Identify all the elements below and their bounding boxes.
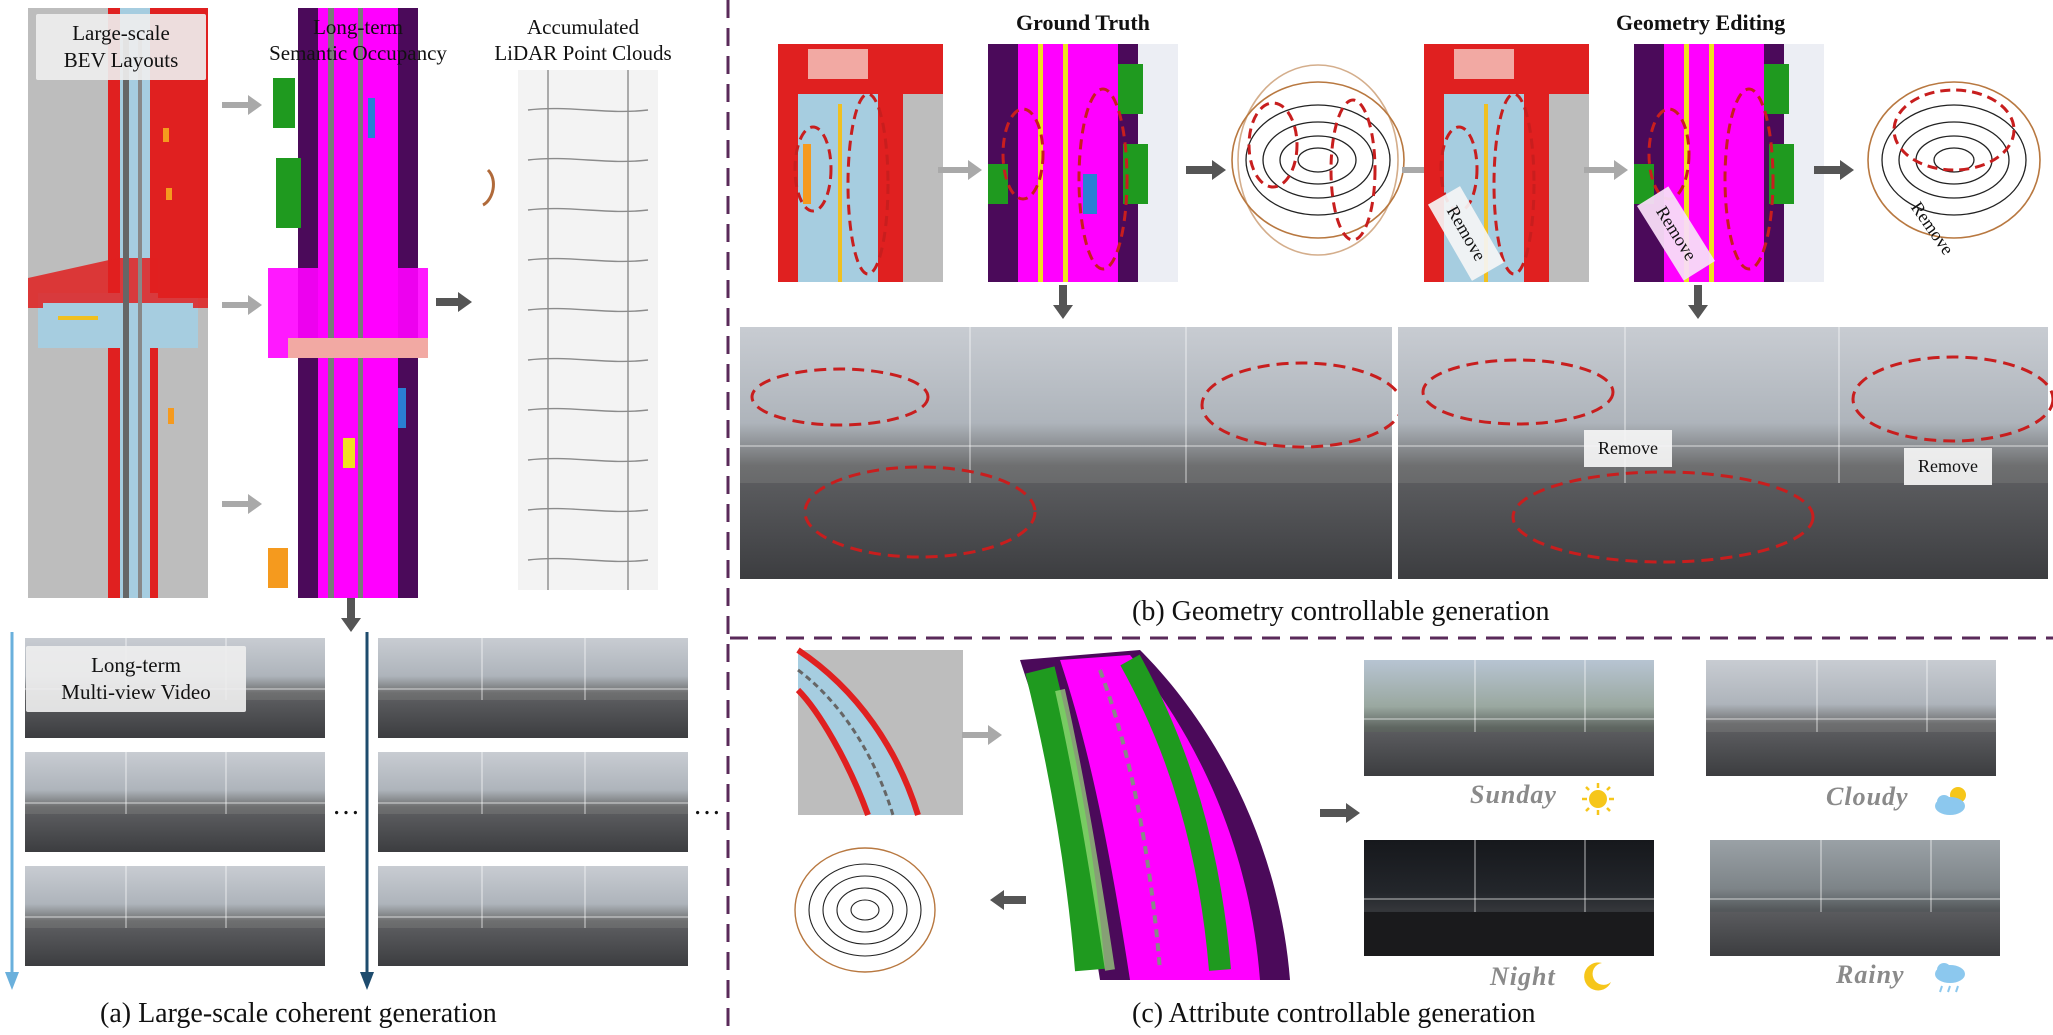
edit-bev-map xyxy=(1424,44,1589,282)
left-arrow-icon xyxy=(990,890,1026,910)
caption-b: (b) Geometry controllable generation xyxy=(1132,596,1550,627)
right-arrow-icon xyxy=(938,160,982,180)
video-frame xyxy=(25,866,325,966)
weather-label-night: Night xyxy=(1490,962,1556,991)
sun-icon xyxy=(1582,783,1614,815)
cloudy-views xyxy=(1706,660,1996,776)
video-label-line1: Long-term xyxy=(91,653,181,677)
video-frame xyxy=(378,638,688,738)
header-ground-truth: Ground Truth xyxy=(1016,10,1150,35)
c-lidar xyxy=(794,847,936,973)
down-arrow-icon xyxy=(341,598,361,632)
gt-lidar xyxy=(1231,64,1405,256)
lidar-label: Accumulated LiDAR Point Clouds xyxy=(478,14,688,66)
right-arrow-icon xyxy=(222,95,262,115)
weather-label-rainy: Rainy xyxy=(1836,960,1905,989)
down-arrow-icon xyxy=(1053,285,1073,319)
rain-cloud-icon xyxy=(1935,963,1965,993)
bev-layout-map xyxy=(28,8,208,598)
ellipsis: … xyxy=(332,790,360,821)
right-arrow-icon xyxy=(222,494,262,514)
weather-label-sunday: Sunday xyxy=(1470,780,1557,809)
video-frame xyxy=(378,752,688,852)
c-occupancy-map xyxy=(1020,650,1290,980)
bev-label-line2: BEV Layouts xyxy=(63,48,179,72)
edit-lidar xyxy=(1867,81,2041,239)
gt-camera-views xyxy=(740,327,1392,579)
right-arrow-icon xyxy=(962,725,1002,745)
gt-highlight-ellipses xyxy=(750,361,1404,559)
ellipsis: … xyxy=(693,790,721,821)
c-bev-map xyxy=(795,647,963,817)
edited-camera-views xyxy=(1398,327,2048,579)
edit-highlight-ellipses xyxy=(1421,355,2053,564)
down-arrow-icon xyxy=(1688,285,1708,319)
weather-label-cloudy: Cloudy xyxy=(1826,782,1909,811)
lidar-point-cloud xyxy=(482,70,658,590)
video-label: Long-term Multi-view Video xyxy=(26,646,246,712)
gt-bev-map xyxy=(778,44,943,282)
remove-tag: Remove xyxy=(1904,448,1992,485)
occ-label: Long-term Semantic Occupancy xyxy=(258,14,458,66)
moon-icon xyxy=(1584,962,1611,991)
right-arrow-icon xyxy=(1584,160,1628,180)
gt-occupancy-map xyxy=(988,44,1178,282)
timeline-arrow-right xyxy=(360,632,374,990)
occ-label-line1: Long-term xyxy=(313,15,403,39)
caption-a: (a) Large-scale coherent generation xyxy=(100,998,497,1029)
video-label-line2: Multi-view Video xyxy=(61,680,211,704)
right-arrow-icon xyxy=(436,292,472,312)
right-arrow-icon xyxy=(1186,160,1226,180)
rainy-views xyxy=(1710,840,2000,956)
timeline-arrow-left xyxy=(5,632,19,990)
edit-occupancy-map xyxy=(1634,44,1824,282)
occ-label-line2: Semantic Occupancy xyxy=(269,41,447,65)
semantic-occupancy-map xyxy=(268,8,428,598)
right-arrow-icon xyxy=(222,295,262,315)
video-frame xyxy=(25,752,325,852)
right-arrow-icon xyxy=(1814,160,1854,180)
header-geometry-editing: Geometry Editing xyxy=(1616,10,1786,35)
bev-label: Large-scale BEV Layouts xyxy=(36,14,206,80)
caption-c: (c) Attribute controllable generation xyxy=(1132,998,1536,1029)
sunday-views xyxy=(1364,660,1654,776)
bev-label-line1: Large-scale xyxy=(72,21,170,45)
video-frame xyxy=(378,866,688,966)
cloud-sun-icon xyxy=(1935,787,1966,815)
right-arrow-icon xyxy=(1320,803,1360,823)
lidar-label-line2: LiDAR Point Clouds xyxy=(494,41,672,65)
lidar-label-line1: Accumulated xyxy=(527,15,639,39)
remove-tag: Remove xyxy=(1584,430,1672,467)
night-views xyxy=(1364,840,1654,956)
